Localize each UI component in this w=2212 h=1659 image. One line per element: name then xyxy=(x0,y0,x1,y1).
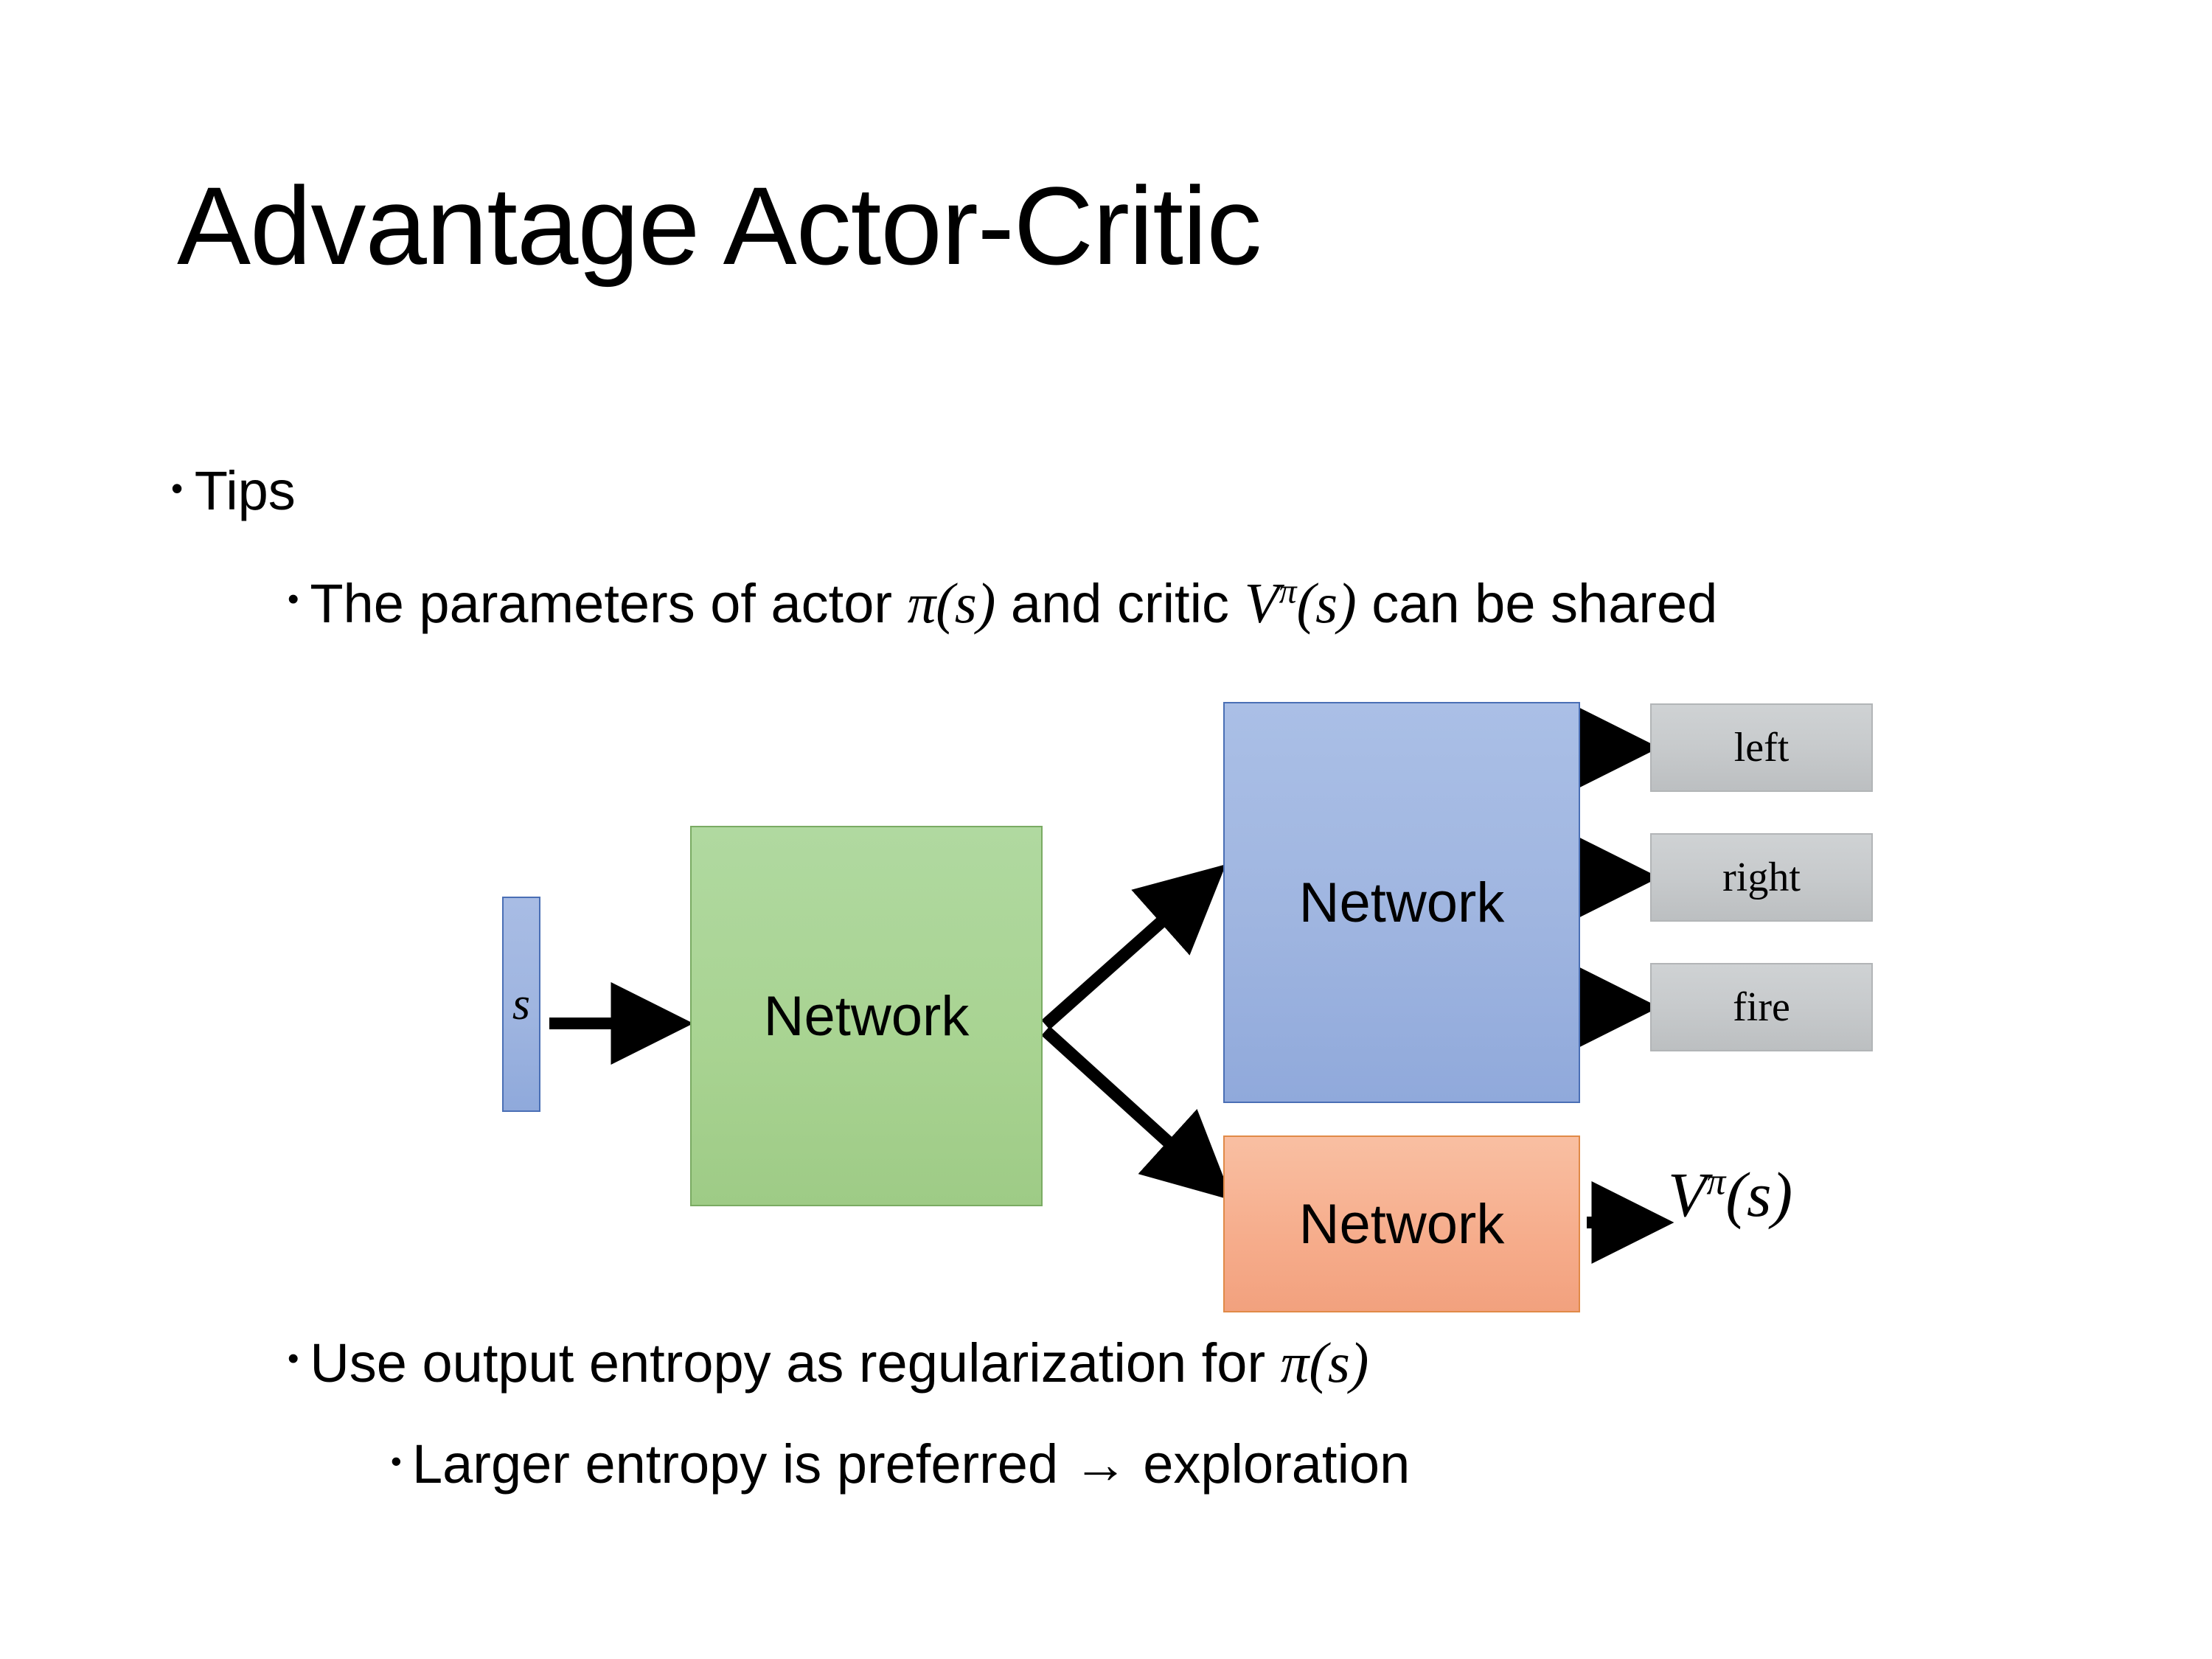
shared-network-label: Network xyxy=(763,984,970,1048)
state-input-label: s xyxy=(512,978,531,1029)
math-v-pi-of-s: Vπ(s) xyxy=(1245,571,1357,635)
bullet-text-suffix: can be shared xyxy=(1371,573,1718,634)
state-input-box[interactable]: s xyxy=(502,897,540,1112)
critic-network-label: Network xyxy=(1298,1192,1505,1256)
bullet-marker-icon: • xyxy=(391,1444,402,1478)
math-v-superscript: π xyxy=(1279,571,1297,611)
bullet-shared-parameters-label: The parameters of actor π(s) and critic … xyxy=(310,571,2028,635)
bullet-tips: • Tips xyxy=(171,460,296,522)
math-v-argument: (s) xyxy=(1296,571,1357,635)
value-output-base: V xyxy=(1668,1159,1707,1230)
arrow-shared-to-critic xyxy=(1041,1026,1233,1200)
bullet-text-prefix: Use output entropy as regularization for xyxy=(310,1332,1281,1394)
bullet-marker-icon: • xyxy=(288,1340,299,1377)
value-output-argument: (s) xyxy=(1725,1159,1793,1230)
math-pi-of-s: π(s) xyxy=(1280,1331,1369,1394)
bullet-marker-icon: • xyxy=(171,469,184,507)
math-pi-of-s: π(s) xyxy=(907,571,996,635)
action-output-right[interactable]: right xyxy=(1650,833,1873,922)
bullet-text-prefix: The parameters of actor xyxy=(310,573,908,634)
bullet-text-middle: and critic xyxy=(995,573,1245,634)
action-output-left-label: left xyxy=(1733,725,1790,771)
bullet-shared-parameters: • The parameters of actor π(s) and criti… xyxy=(288,571,2028,635)
value-output-superscript: π xyxy=(1706,1161,1726,1203)
value-output-label: Vπ(s) xyxy=(1668,1158,1792,1231)
action-output-right-label: right xyxy=(1722,855,1801,900)
bullet-entropy-regularization-label: Use output entropy as regularization for… xyxy=(310,1331,1368,1394)
action-output-left[interactable]: left xyxy=(1650,703,1873,792)
bullet-marker-icon: • xyxy=(288,581,299,617)
bullet-entropy-regularization: • Use output entropy as regularization f… xyxy=(288,1331,1368,1394)
actor-network-box[interactable]: Network xyxy=(1223,702,1580,1103)
action-output-fire[interactable]: fire xyxy=(1650,963,1873,1051)
shared-network-box[interactable]: Network xyxy=(690,826,1043,1206)
bullet-tips-label: Tips xyxy=(194,460,296,521)
page-title: Advantage Actor-Critic xyxy=(177,164,1262,288)
arrow-shared-to-actor xyxy=(1041,864,1226,1030)
action-output-fire-label: fire xyxy=(1733,984,1790,1030)
actor-network-label: Network xyxy=(1298,871,1505,934)
critic-network-box[interactable]: Network xyxy=(1223,1135,1580,1312)
bullet-larger-entropy: • Larger entropy is preferred → explorat… xyxy=(391,1433,1411,1495)
bullet-larger-entropy-label: Larger entropy is preferred → exploratio… xyxy=(411,1433,1411,1495)
math-v-base: V xyxy=(1244,571,1279,635)
